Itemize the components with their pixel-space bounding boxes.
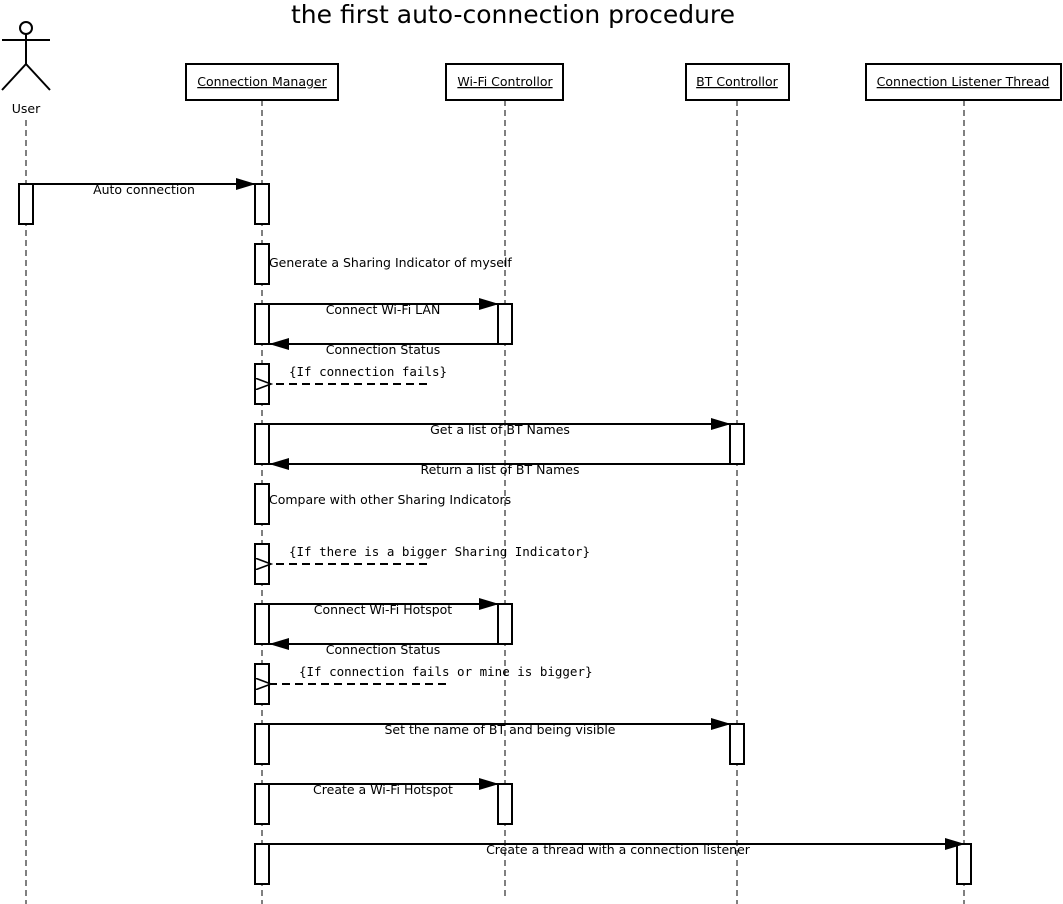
condition-label: {If connection fails} xyxy=(289,364,447,379)
message-label: Compare with other Sharing Indicators xyxy=(269,492,511,507)
activation-bar xyxy=(254,543,270,585)
condition-label: {If there is a bigger Sharing Indicator} xyxy=(289,544,590,559)
activation-bar xyxy=(254,663,270,705)
message-label: Set the name of BT and being visible xyxy=(385,722,616,737)
message-label: Generate a Sharing Indicator of myself xyxy=(269,255,512,270)
activation-bar xyxy=(254,363,270,405)
participant-connection-manager: Connection Manager xyxy=(185,63,339,101)
message-label: Connect Wi-Fi LAN xyxy=(326,302,441,317)
activation-bar xyxy=(254,183,270,225)
diagram-title: the first auto-connection procedure xyxy=(291,0,735,29)
condition-label: {If connection fails or mine is bigger} xyxy=(299,664,593,679)
message-label: Get a list of BT Names xyxy=(430,422,570,437)
reply-label: Return a list of BT Names xyxy=(420,462,579,477)
message-label: Connect Wi-Fi Hotspot xyxy=(314,602,452,617)
activation-bar xyxy=(254,843,270,885)
reply-label: Connection Status xyxy=(326,642,441,657)
participant-label: Wi-Fi Controllor xyxy=(457,74,553,89)
activation-bar xyxy=(254,423,270,465)
participant-label: Connection Manager xyxy=(197,74,327,89)
reply-label: Connection Status xyxy=(326,342,441,357)
participant-bt-controllor: BT Controllor xyxy=(685,63,790,101)
activation-bar xyxy=(956,843,972,885)
activation-bar xyxy=(254,723,270,765)
activation-bar xyxy=(497,603,513,645)
activation-bar xyxy=(254,303,270,345)
participant-connection-listener-thread: Connection Listener Thread xyxy=(865,63,1062,101)
message-label: Create a thread with a connection listen… xyxy=(486,842,751,857)
participant-label: Connection Listener Thread xyxy=(877,74,1050,89)
activation-bar xyxy=(497,783,513,825)
actor-label: User xyxy=(12,101,41,116)
actor-user: User xyxy=(1,21,51,116)
activation-bar xyxy=(729,723,745,765)
activation-bar xyxy=(729,423,745,465)
stick-figure-icon xyxy=(1,21,51,91)
participant-label: BT Controllor xyxy=(696,74,778,89)
activation-bar xyxy=(254,603,270,645)
activation-bar xyxy=(254,483,270,525)
activation-bar xyxy=(254,243,270,285)
activation-bar xyxy=(254,783,270,825)
participant-wifi-controllor: Wi-Fi Controllor xyxy=(445,63,564,101)
message-label: Auto connection xyxy=(93,182,195,197)
activation-bar xyxy=(18,183,34,225)
message-label: Create a Wi-Fi Hotspot xyxy=(313,782,453,797)
activation-bar xyxy=(497,303,513,345)
